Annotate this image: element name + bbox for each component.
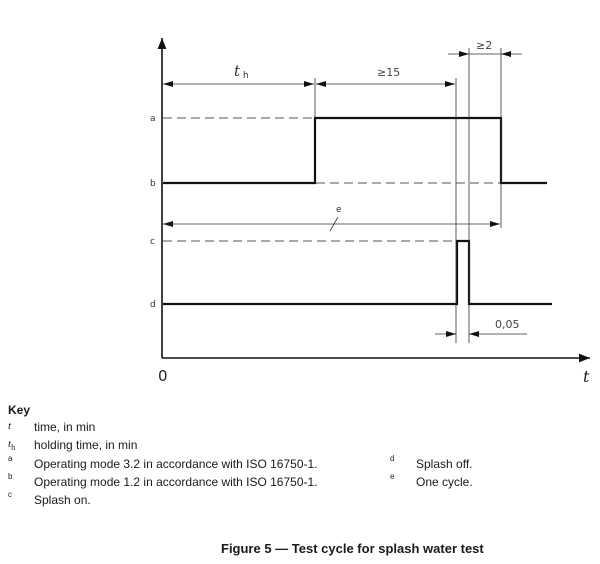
timing-diagram: 0 t a b c d t h ≥15 ≥2 (150, 38, 590, 386)
reference-lines (163, 117, 501, 242)
axes: 0 t (157, 38, 590, 386)
level-label-a: a (150, 114, 156, 124)
svg-text:0,05: 0,05 (495, 318, 520, 331)
extension-lines (314, 48, 502, 343)
svg-text:≥15: ≥15 (377, 66, 400, 79)
key-legend: Key (8, 402, 30, 421)
level-label-b: b (150, 179, 156, 189)
operating-mode-signal (163, 116, 547, 185)
dimension-pulse-width: 0,05 (435, 318, 527, 337)
dimension-holding-time: t h (163, 62, 314, 87)
origin-label: 0 (158, 367, 168, 385)
figure-caption: Figure 5 — Test cycle for splash water t… (221, 541, 484, 556)
dimension-cycle: e (163, 205, 500, 232)
level-label-c: c (150, 237, 155, 247)
x-axis-label: t (583, 367, 590, 386)
svg-text:t: t (234, 62, 241, 80)
svg-text:h: h (243, 71, 249, 81)
key-title: Key (8, 403, 31, 417)
splash-signal (163, 239, 552, 306)
svg-text:≥2: ≥2 (476, 39, 492, 52)
level-label-d: d (150, 300, 156, 310)
dimension-min-duration: ≥15 (316, 66, 455, 87)
dimension-min-tail: ≥2 (448, 39, 522, 57)
svg-text:e: e (336, 205, 342, 215)
